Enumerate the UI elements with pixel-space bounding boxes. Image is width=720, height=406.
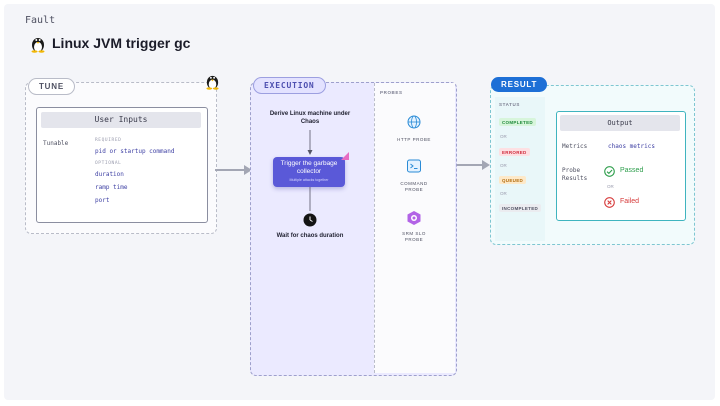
user-inputs-title: User Inputs: [41, 112, 201, 128]
status-label: STATUS: [499, 102, 520, 107]
step-connector: [309, 187, 311, 211]
or-separator: OR: [607, 184, 614, 189]
http-probe-icon: [407, 115, 421, 129]
flow-arrow: [455, 160, 490, 170]
trigger-gc-title: Trigger the garbage collector: [280, 160, 338, 175]
passed-label: Passed: [620, 167, 644, 174]
probes-area: [374, 83, 455, 373]
tune-pill: TUNE: [28, 78, 75, 95]
probe-name-srm: SRM SLO PROBE: [385, 231, 443, 243]
trigger-gc-card: Trigger the garbage collector Multiple a…: [273, 157, 345, 187]
probe-name-command: COMMAND PROBE: [385, 181, 443, 193]
status-badge-queued: QUEUED: [499, 176, 527, 184]
param-optional: ramp time: [95, 184, 128, 191]
probes-label: PROBES: [380, 90, 403, 95]
probe-results-label: Probe Results: [562, 167, 588, 182]
failed-x-icon: [604, 197, 615, 208]
passed-check-icon: [604, 166, 615, 177]
step-connector: [307, 130, 313, 155]
metrics-value: chaos metrics: [608, 143, 655, 150]
metrics-label: Metrics: [562, 143, 588, 150]
probe-name-text: COMMAND PROBE: [400, 181, 428, 192]
timer-icon: [303, 213, 317, 227]
trigger-gc-subtitle: Multiple attacks together: [289, 178, 329, 182]
flow-arrow: [215, 165, 252, 175]
linux-tux-icon: [31, 38, 45, 53]
failed-label: Failed: [620, 198, 640, 205]
required-label: REQUIRED: [95, 138, 122, 143]
param-optional: port: [95, 197, 110, 204]
status-badge-errored: ERRORED: [499, 148, 530, 156]
optional-label: OPTIONAL: [95, 161, 122, 166]
step-derive-machine: Derive Linux machine under Chaos: [269, 111, 351, 125]
or-separator: OR: [500, 191, 507, 196]
spark-icon: [341, 152, 349, 160]
or-separator: OR: [500, 163, 507, 168]
page-title: Linux JVM trigger gc: [52, 35, 191, 51]
command-probe-icon: [407, 159, 421, 173]
probe-name-text: SRM SLO PROBE: [402, 231, 426, 242]
param-required: pid or startup command: [95, 148, 175, 155]
srm-slo-probe-icon: [407, 211, 421, 225]
result-pill: RESULT: [491, 77, 548, 92]
status-badge-completed: COMPLETED: [499, 118, 536, 126]
linux-tux-icon: [206, 75, 219, 90]
step-wait-duration: Wait for chaos duration: [276, 233, 344, 239]
output-title: Output: [560, 115, 680, 131]
status-badge-incompleted: INCOMPLETED: [499, 204, 542, 212]
param-optional: duration: [95, 171, 124, 178]
or-separator: OR: [500, 134, 507, 139]
probe-name-http: HTTP PROBE: [397, 137, 431, 142]
fault-category-label: Fault: [25, 15, 56, 26]
execution-pill: EXECUTION: [253, 77, 326, 94]
tunable-label: Tunable: [43, 140, 69, 147]
